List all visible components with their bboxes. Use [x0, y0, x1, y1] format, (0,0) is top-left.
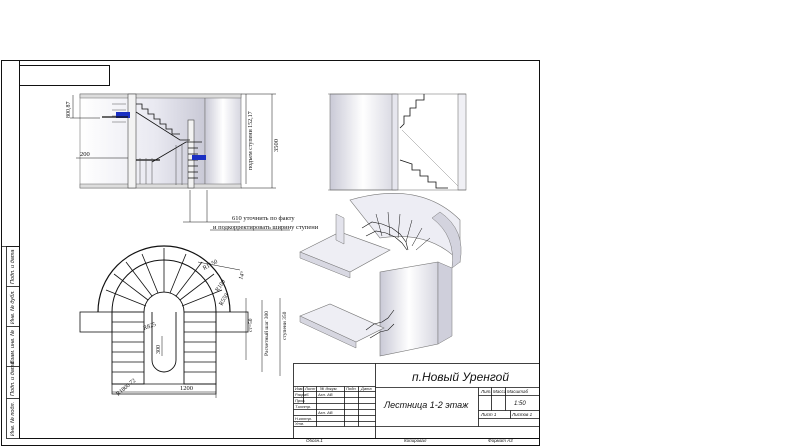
dim-r550: R550	[219, 293, 231, 307]
sheet-label: Лист 1	[480, 412, 497, 417]
title-block	[293, 363, 540, 439]
side-stamp-4: Подп. и дата	[10, 362, 16, 396]
dim-200: 200	[80, 151, 90, 158]
dim-1200: 1200	[180, 385, 193, 392]
isometric-upper	[299, 193, 462, 279]
role-tcontr: Т.контр.	[295, 404, 311, 409]
dim-r825: R825	[143, 322, 157, 332]
row-izm: Изм.	[295, 386, 304, 391]
row-sign: Подп.	[346, 386, 357, 391]
name-ab: Ахл. АВ	[317, 392, 333, 397]
scale-value: 1:50	[514, 401, 526, 407]
side-view	[328, 93, 467, 191]
dim-step300: Расчетный шаг 300	[263, 311, 270, 356]
footer-format: Формат А3	[488, 438, 513, 443]
dim-800-87: 800,87	[66, 102, 72, 119]
sheet-title: Лестница 1-2 этаж	[383, 400, 469, 410]
dim-riser: подъем ступени 152,17	[248, 111, 254, 170]
dim-gap50: ст=50	[248, 318, 254, 332]
name-ab-2: Ахл. АВ	[317, 410, 333, 415]
footer-copied: Копировал	[404, 438, 427, 443]
dim-3500: 3500	[273, 139, 280, 152]
col-lit: Лит.	[480, 389, 492, 394]
dim-angle: 14°	[237, 270, 247, 281]
object-name: п.Новый Уренгой	[412, 370, 509, 384]
section-elevation	[79, 93, 242, 189]
role-dev: Разраб.	[295, 392, 309, 397]
role-ncontr: Н.контр.	[295, 416, 312, 421]
dim-r1150: R1150	[202, 259, 219, 272]
dim-step350: ступени 350	[282, 311, 288, 340]
plan-view	[79, 245, 249, 395]
col-mass: Масса	[493, 389, 507, 394]
role-check: Пров.	[295, 398, 306, 403]
sheets-label: Листов 1	[511, 412, 533, 417]
dim-r1800: R1800 72	[115, 378, 137, 398]
side-stamp-5: Инв. № подл.	[10, 402, 16, 436]
side-stamp-3: Взам. инв. №	[10, 330, 16, 364]
side-stamp-1: Подп. и дата	[10, 250, 16, 284]
row-date: Дата	[360, 386, 372, 391]
row-doc: № докум.	[320, 386, 338, 391]
note-line-1: 610 уточнить по факту	[232, 215, 295, 222]
row-list: Лист	[304, 386, 316, 391]
isometric-lower	[299, 261, 453, 357]
col-scale: Масштаб	[507, 389, 528, 394]
top-left-box	[19, 65, 110, 86]
side-stamp-2: Инв. № дубл.	[10, 290, 16, 324]
footer-assembly: Обозн.1	[306, 438, 323, 443]
side-stamp	[1, 246, 20, 439]
role-approve: Утв.	[295, 421, 304, 426]
dim-300: 300	[156, 345, 162, 354]
note-line-2: и подкорректировать ширину ступени	[213, 224, 319, 231]
